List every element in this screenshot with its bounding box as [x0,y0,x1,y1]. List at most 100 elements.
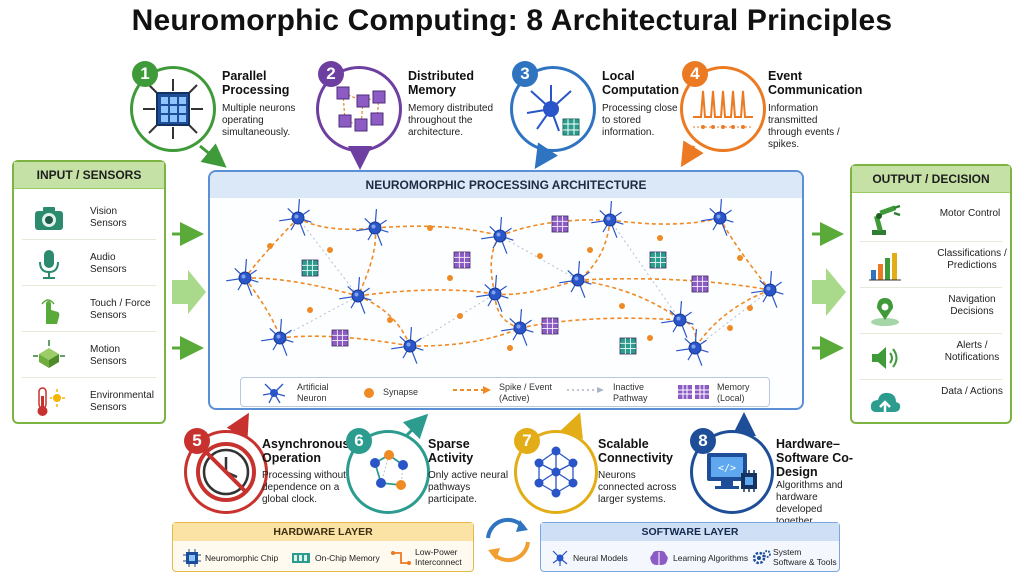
principle-7-number: 7 [514,428,540,454]
principle-5-title: Asynchronous Operation [262,437,350,465]
active-spike-icon [453,386,491,394]
principle-1-number: 1 [132,61,158,87]
artificial-neuron [291,211,305,225]
sparse-network-icon [370,450,408,490]
principle-2-number: 2 [318,61,344,87]
synapse [737,255,743,261]
inactive-pathway [297,217,359,297]
principle-2-circle [316,66,402,152]
principle-1-title: Parallel Processing [222,69,290,97]
robot-arm-icon [872,204,901,235]
principle-6-number: 6 [346,428,372,454]
software-item-learning: Learning Algorithms [673,553,749,563]
processing-architecture-panel: NEUROMORPHIC PROCESSING ARCHITECTURE Art… [208,170,804,410]
memory-cell [649,251,667,269]
active-spike-pathway [494,293,521,329]
artificial-neuron [673,313,687,327]
active-spike-pathway [519,317,681,329]
principle-7-desc: Neurons connected across larger systems. [598,470,677,505]
artificial-neuron [351,289,365,303]
input-item-label: Touch / Force Sensors [90,298,151,321]
memory-cell [691,275,709,293]
neuron-icon [552,550,568,566]
synapse [727,325,733,331]
input-item-label: Environmental Sensors [90,390,154,413]
software-layer-heading: SOFTWARE LAYER [541,523,839,541]
active-spike-pathway [297,217,376,231]
memory-cell [331,329,349,347]
active-spike-pathway [357,289,496,297]
legend-spike-label: Spike / Event (Active) [499,382,553,403]
legend-synapse-label: Synapse [383,387,419,397]
principle-6-desc: Only active neural pathways participate. [428,470,509,505]
input-item-environmental: Environmental Sensors [22,380,156,424]
page-title: Neuromorphic Computing: 8 Architectural … [131,4,893,37]
legend-neuron-label: Artificial Neuron [297,382,329,403]
active-spike-pathway [494,279,579,296]
memory-cell [541,317,559,335]
artificial-neuron [488,287,502,301]
memory-cell [619,337,637,355]
memory-cell-icon [678,385,709,399]
synapse [267,243,273,249]
interconnect-icon [391,551,411,565]
principle-3-desc: Processing close to stored information. [602,103,678,138]
memory-cell [301,259,319,277]
input-item-label: Motion Sensors [90,344,127,367]
active-spike-pathway [357,295,411,347]
legend-inactive-label: Inactive Pathway [613,382,648,403]
thermometer-sun-icon [37,387,65,416]
gears-icon [752,550,771,565]
monitor-chip-icon: </> [707,453,757,492]
touch-hand-icon [41,299,60,324]
principle-4-title: Event Communication [768,69,863,97]
hardware-item-chip: Neuromorphic Chip [205,553,279,563]
output-item-classifications: Classifications / Predictions [860,244,1007,288]
brain-icon [650,550,668,565]
output-panel-heading: OUTPUT / DECISION [852,166,1010,193]
camera-icon [35,207,63,230]
inactive-pathway-icon [567,387,604,393]
principle-8-number: 8 [690,428,716,454]
principle-3-title: Local Computation [602,69,680,97]
motion-arrows-icon [33,340,65,368]
synapse [307,307,313,313]
synapse [657,235,663,241]
active-spike-pathway [374,225,501,237]
synapse [387,317,393,323]
neural-network-diagram [226,199,784,366]
legend-memory-label: Memory (Local) [717,382,750,403]
input-item-label: Vision Sensors [90,206,127,229]
output-item-label: Classifications / Predictions [937,248,1007,271]
active-spike-pathway [499,219,611,237]
output-panel: OUTPUT / DECISION Motor Control Classifi… [850,164,1012,424]
artificial-neuron [688,341,702,355]
input-item-audio: Audio Sensors [22,242,156,286]
artificial-neuron [493,229,507,243]
artificial-neuron [273,331,287,345]
artificial-neuron [763,283,777,297]
active-spike-pathway [609,217,721,225]
memory-network-icon [336,86,386,132]
synapse [537,253,543,259]
output-item-navigation: Navigation Decisions [860,290,1002,334]
principle-7-circle [514,430,598,514]
principle-3-number: 3 [512,61,538,87]
artificial-neuron [368,221,382,235]
principle-7-title: Scalable Connectivity [598,437,674,465]
synapse [619,303,625,309]
svg-text:</>: </> [718,463,736,474]
mesh-network-icon [534,446,578,498]
spike-train-icon [693,90,753,129]
architecture-legend: Artificial Neuron Synapse Spike / Event … [240,377,770,407]
synapse [747,305,753,311]
synapse [427,225,433,231]
output-item-alerts: Alerts / Notifications [860,336,1002,380]
principle-1-circle [130,66,216,152]
inactive-pathway [694,289,771,349]
synapse-dot-icon [364,388,374,398]
output-item-label: Alerts / Notifications [944,340,1000,363]
principle-8-desc: Algorithms and hardware developed togeth… [776,480,843,527]
cloud-upload-icon [870,392,901,416]
active-spike-pathway [577,279,681,321]
